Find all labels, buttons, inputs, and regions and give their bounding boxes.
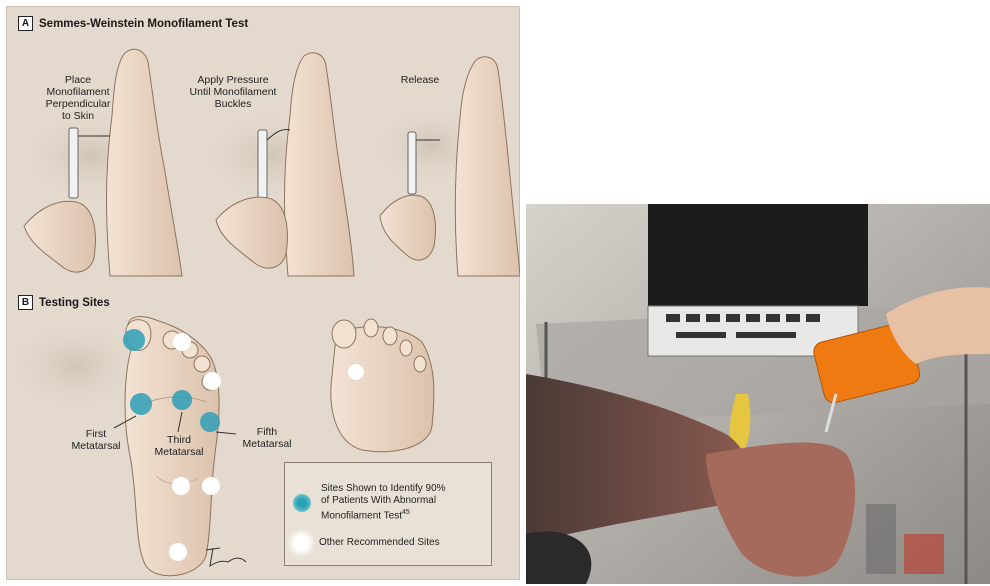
device-monitor — [648, 204, 868, 306]
site-blue — [172, 390, 192, 410]
step-label-apply-pressure: Apply Pressure Until Monofilament Buckle… — [178, 74, 288, 110]
site-blue — [200, 412, 220, 432]
toe — [414, 356, 426, 372]
leader-line — [216, 432, 236, 434]
site-white — [172, 477, 190, 495]
signature-stroke — [206, 548, 246, 566]
legend-blue-dot — [293, 494, 311, 512]
section-a-header: A Semmes-Weinstein Monofilament Test — [18, 16, 248, 31]
hand-3 — [380, 195, 435, 260]
toe — [364, 319, 378, 337]
background-object — [904, 534, 944, 574]
legend-white-text: Other Recommended Sites — [319, 537, 440, 549]
toe — [383, 327, 397, 345]
site-blue — [130, 393, 152, 415]
site-white — [202, 477, 220, 495]
step-label-place: Place Monofilament Perpendicular to Skin — [30, 74, 126, 122]
big-toe — [332, 320, 356, 348]
label-first-metatarsal: First Metatarsal — [66, 428, 126, 452]
hand-2 — [216, 197, 287, 268]
label-fifth-metatarsal: Fifth Metatarsal — [234, 426, 300, 450]
site-white — [173, 333, 191, 351]
step-label-release: Release — [390, 74, 450, 86]
site-blue — [123, 329, 145, 351]
section-b-letter: B — [18, 295, 33, 310]
legend-box: Sites Shown to Identify 90% of Patients … — [284, 462, 492, 566]
legend-blue-text: Sites Shown to Identify 90% of Patients … — [321, 483, 446, 522]
monofilament-2 — [258, 130, 267, 198]
monofilament-illustration: A Semmes-Weinstein Monofilament Test Pla… — [6, 6, 520, 580]
section-b-header: B Testing Sites — [18, 295, 110, 310]
label-third-metatarsal: Third Metatarsal — [146, 434, 212, 458]
foot-3 — [455, 57, 520, 276]
hand-1 — [24, 201, 95, 272]
site-white — [348, 364, 364, 380]
legend-row-blue: Sites Shown to Identify 90% of Patients … — [293, 483, 446, 522]
section-b-title: Testing Sites — [39, 297, 110, 309]
monofilament-1 — [69, 128, 78, 198]
clinical-photo — [526, 204, 990, 584]
section-a-title: Semmes-Weinstein Monofilament Test — [39, 18, 248, 30]
background-object — [866, 504, 896, 574]
monofilament-3 — [408, 132, 416, 194]
legend-white-dot — [293, 535, 309, 551]
foot-2 — [285, 53, 355, 276]
photo-artwork — [526, 204, 990, 584]
site-white — [203, 372, 221, 390]
toe — [194, 356, 210, 372]
site-white — [169, 543, 187, 561]
toe — [400, 340, 412, 356]
section-a-letter: A — [18, 16, 33, 31]
legend-row-white: Other Recommended Sites — [293, 535, 440, 551]
